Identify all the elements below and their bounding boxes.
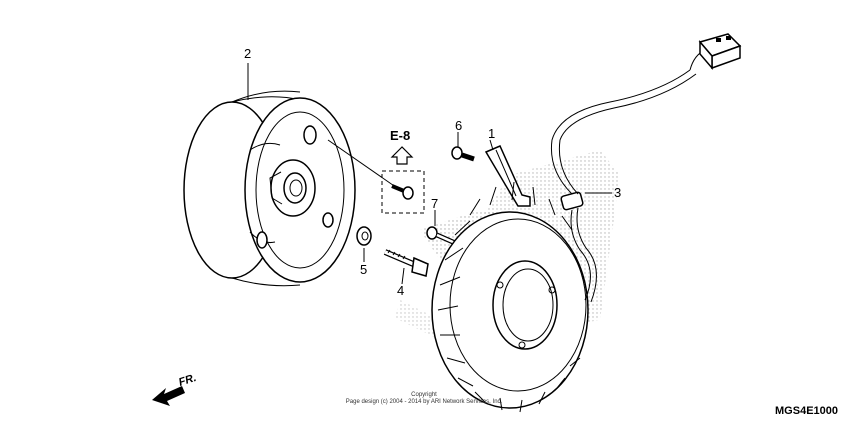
front-direction-label: FR. — [177, 372, 198, 389]
callout-4: 4 — [397, 283, 404, 298]
callout-6: 6 — [455, 118, 462, 133]
reference-arrow[interactable] — [390, 146, 414, 165]
callout-7: 7 — [431, 196, 438, 211]
connector[interactable] — [689, 33, 742, 71]
callout-1: 1 — [488, 126, 495, 141]
callout-5: 5 — [360, 262, 367, 277]
bolt-in-box — [391, 184, 414, 200]
copyright-line-1: Copyright — [411, 392, 437, 398]
diagram-code: MGS4E1000 — [775, 405, 838, 417]
copyright-line-2: Page design (c) 2004 - 2014 by ARI Netwo… — [346, 399, 503, 405]
front-direction-arrow — [152, 386, 185, 406]
callout-3: 3 — [614, 185, 621, 200]
bolt-part-4[interactable] — [383, 249, 429, 277]
reference-box — [327, 139, 425, 214]
clamp-part-1[interactable] — [484, 145, 531, 207]
stator-part-3[interactable] — [431, 69, 697, 413]
callout-2: 2 — [244, 46, 251, 61]
washer-part-5[interactable] — [356, 226, 372, 246]
bolt-part-6[interactable] — [451, 146, 475, 162]
flywheel-part-2[interactable] — [183, 90, 356, 287]
reference-label[interactable]: E-8 — [390, 128, 410, 143]
